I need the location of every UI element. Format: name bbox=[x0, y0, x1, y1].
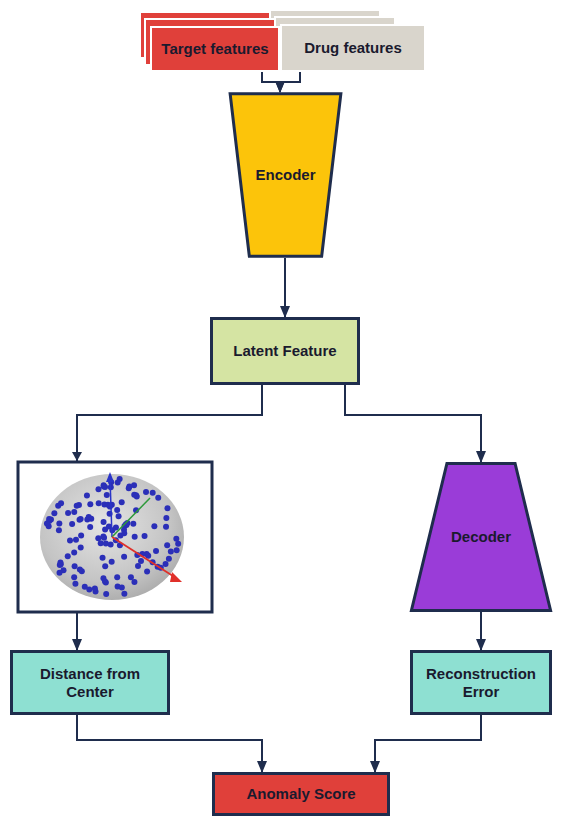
sample-dot bbox=[116, 513, 122, 519]
sample-dot bbox=[121, 530, 127, 536]
latent-box: Latent Feature bbox=[210, 317, 360, 385]
sample-dot bbox=[71, 550, 77, 556]
sample-dot bbox=[46, 516, 52, 522]
sample-dot bbox=[126, 485, 132, 491]
flow-arrow bbox=[284, 258, 286, 317]
sample-dot bbox=[87, 524, 93, 530]
sample-dot bbox=[78, 516, 84, 522]
flow-arrow bbox=[375, 715, 481, 772]
sample-dot bbox=[143, 489, 149, 495]
flow-arrow bbox=[345, 385, 481, 462]
sample-dot bbox=[65, 553, 71, 559]
sample-dot bbox=[71, 574, 77, 580]
sample-dot bbox=[166, 556, 172, 562]
sample-dot bbox=[73, 537, 79, 543]
sample-dot bbox=[56, 527, 62, 533]
sample-dot bbox=[174, 547, 180, 553]
sample-dot bbox=[164, 542, 170, 548]
sample-dot bbox=[67, 537, 73, 543]
sample-dot bbox=[168, 549, 174, 555]
node-label: Anomaly Score bbox=[238, 785, 363, 803]
sample-dot bbox=[102, 578, 108, 584]
hypersphere-illustration bbox=[18, 452, 212, 612]
sample-dot bbox=[51, 510, 57, 516]
sample-dot bbox=[151, 523, 157, 529]
sample-dot bbox=[134, 494, 140, 500]
sample-dot bbox=[65, 510, 71, 516]
node-label: Encoder bbox=[247, 166, 323, 184]
sample-dot bbox=[103, 591, 109, 597]
sample-dot bbox=[74, 503, 80, 509]
node-label: Drug features bbox=[296, 39, 410, 57]
sample-dot bbox=[72, 581, 78, 587]
input-box: Drug features bbox=[280, 24, 426, 72]
sample-dot bbox=[101, 484, 107, 490]
sample-dot bbox=[57, 570, 63, 576]
sample-dot bbox=[87, 501, 93, 507]
sample-dot bbox=[102, 563, 108, 569]
sample-dot bbox=[163, 524, 169, 530]
sample-dot bbox=[131, 579, 137, 585]
sample-dot bbox=[163, 515, 169, 521]
encoder-trapezoid: Encoder bbox=[229, 92, 342, 258]
sample-dot bbox=[92, 586, 98, 592]
flow-arrow bbox=[280, 72, 300, 92]
sample-dot bbox=[72, 563, 78, 569]
sample-dot bbox=[109, 559, 115, 565]
sample-dot bbox=[153, 548, 159, 554]
output-box: Anomaly Score bbox=[212, 772, 390, 816]
sample-dot bbox=[57, 559, 63, 565]
sample-dot bbox=[95, 486, 101, 492]
sample-dot bbox=[84, 492, 90, 498]
node-label: Reconstruction Error bbox=[413, 665, 549, 701]
input-box: Target features bbox=[150, 26, 280, 72]
sample-dot bbox=[114, 574, 120, 580]
sample-dot bbox=[114, 507, 120, 513]
flow-arrow bbox=[262, 72, 280, 92]
node-label: Distance from Center bbox=[13, 665, 167, 701]
sample-dot bbox=[107, 504, 113, 510]
sample-dot bbox=[155, 495, 161, 501]
sample-dot bbox=[121, 591, 127, 597]
sample-dot bbox=[96, 500, 102, 506]
sample-dot bbox=[173, 536, 179, 542]
sample-dot bbox=[128, 574, 134, 580]
node-label: Decoder bbox=[443, 528, 519, 546]
sample-dot bbox=[58, 500, 64, 506]
flow-arrow bbox=[77, 715, 262, 772]
sample-dot bbox=[77, 567, 83, 573]
sample-dot bbox=[100, 555, 106, 561]
sample-dot bbox=[101, 519, 107, 525]
sample-dot bbox=[115, 479, 121, 485]
sample-dot bbox=[78, 533, 84, 539]
sample-dot bbox=[164, 505, 170, 511]
sample-dot bbox=[130, 521, 136, 527]
sample-dot bbox=[69, 521, 75, 527]
sample-dot bbox=[119, 584, 125, 590]
sample-dot bbox=[138, 558, 144, 564]
sample-dot bbox=[163, 561, 169, 567]
node-label: Target features bbox=[153, 40, 276, 58]
sample-dot bbox=[71, 509, 77, 515]
process-box: Distance from Center bbox=[10, 650, 170, 715]
sample-dot bbox=[144, 568, 150, 574]
sample-dot bbox=[103, 541, 109, 547]
sample-dot bbox=[95, 535, 101, 541]
sample-dot bbox=[121, 554, 127, 560]
sample-dot bbox=[82, 584, 88, 590]
decoder-trapezoid: Decoder bbox=[410, 462, 552, 612]
sample-dot bbox=[142, 533, 148, 539]
sample-dot bbox=[78, 544, 84, 550]
process-box: Reconstruction Error bbox=[410, 650, 552, 715]
flow-arrow bbox=[480, 612, 482, 650]
sample-dot bbox=[86, 514, 92, 520]
arrow-head bbox=[72, 452, 82, 461]
sample-dot bbox=[119, 499, 125, 505]
sample-dot bbox=[56, 521, 62, 527]
node-label: Latent Feature bbox=[225, 342, 344, 360]
sample-dot bbox=[104, 492, 110, 498]
sample-dot bbox=[150, 490, 156, 496]
sample-dot bbox=[132, 534, 138, 540]
